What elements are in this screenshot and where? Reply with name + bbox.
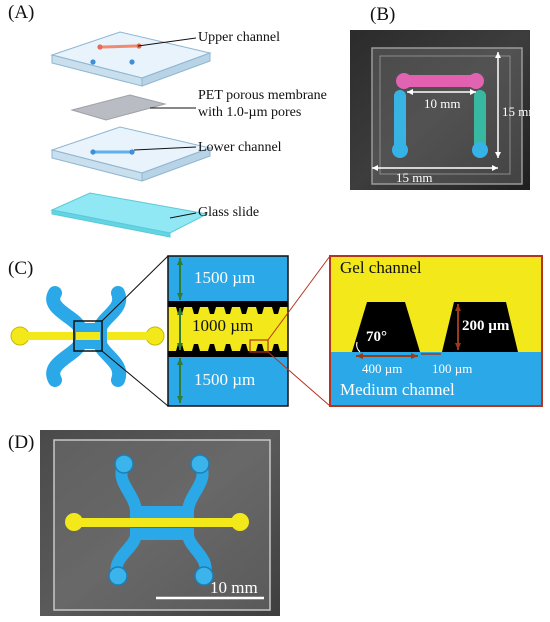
zoom-box [167,255,331,407]
lower-channel-layer [50,126,212,182]
panel-b-letter: (B) [370,4,396,25]
device-schematic [10,255,169,407]
detail-gel-channel: Gel channel [340,258,422,277]
zoom-bottom-1500: 1500 µm [194,370,256,389]
zoom-top-1500: 1500 µm [194,268,256,287]
lower-channel-leader [133,146,197,151]
detail-box [329,255,543,407]
detail-gap: 100 µm [432,361,473,376]
panel-b-device-photo [350,30,530,190]
detail-width: 400 µm [362,361,403,376]
panel-d-letter: (D) [8,432,35,453]
dim-inner-10mm: 10 mm [424,96,461,111]
panel-c-letter: (C) [8,258,34,279]
label-membrane-line1: PET porous membrane [198,88,327,103]
dim-bottom-15mm: 15 mm [396,170,433,185]
glass-slide-layer [50,192,209,238]
zoom-source-box [73,320,103,352]
panel-a-exploded-diagram [50,31,212,238]
label-upper-channel: Upper channel [198,30,281,45]
upper-channel-layer [50,31,212,87]
pillar-left [352,302,420,352]
detail-medium-channel: Medium channel [340,380,455,399]
panel-d-device-photo [40,430,280,616]
dim-side-15mm: 15 mm [502,104,539,119]
scale-10mm: 10 mm [210,578,258,597]
panel-a-letter: (A) [8,2,35,23]
label-lower-channel: Lower channel [198,140,282,155]
glass-slide-leader [169,212,197,219]
pillar-right [442,302,518,352]
panel-c-schematic [10,255,543,407]
label-membrane-line2: with 1.0-µm pores [198,105,302,120]
pet-membrane-layer [70,94,167,121]
upper-channel-leader [137,37,197,47]
detail-angle: 70° [366,329,387,345]
detail-height: 200 µm [462,318,510,334]
zoom-middle-1000: 1000 µm [192,316,254,335]
label-glass-slide: Glass slide [198,205,260,220]
